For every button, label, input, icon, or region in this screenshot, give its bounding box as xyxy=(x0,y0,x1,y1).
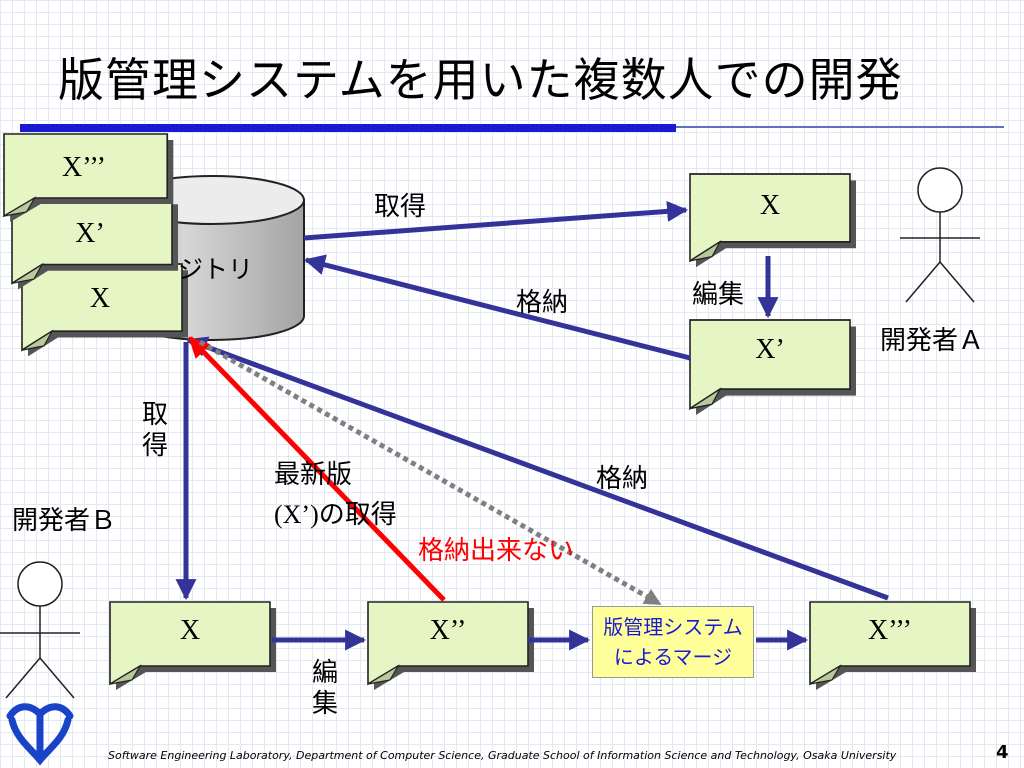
developer-a-figure xyxy=(900,167,980,303)
repo-doc-x-label: X xyxy=(89,283,111,314)
developer-b-figure xyxy=(0,561,80,699)
footer-text: Software Engineering Laboratory, Departm… xyxy=(108,749,897,762)
developer-b-label: 開発者Ｂ xyxy=(12,506,117,536)
page-number: 4 xyxy=(996,742,1009,763)
acquire-b-label: 取得 xyxy=(141,400,168,461)
latest-version-line1: 最新版 xyxy=(274,460,353,490)
store-a-label: 格納 xyxy=(516,288,569,318)
developer-a-label: 開発者Ａ xyxy=(880,326,985,356)
page-title: 版管理システムを用いた複数人での開発 xyxy=(58,53,903,107)
arrow-acquire-a xyxy=(303,200,689,241)
arrow-dotted-merge xyxy=(198,339,662,607)
merge-box-line2: によるマージ xyxy=(613,645,733,669)
arrow-store-b xyxy=(186,336,889,601)
dev-a-doc-x-label: X xyxy=(759,190,781,221)
title-rule xyxy=(20,124,676,132)
university-logo-icon xyxy=(6,703,74,766)
repo-doc-x-triple-label: X’’’ xyxy=(61,152,107,183)
latest-version-paren: (X’) xyxy=(274,500,319,529)
dev-a-doc-x-prime-label: X’ xyxy=(755,334,785,365)
edit-b-label: 編集 xyxy=(311,658,338,719)
cannot-store-label: 格納出来ない xyxy=(418,536,575,566)
store-b-label: 格納 xyxy=(596,464,649,494)
dev-b-doc-x-triple-label: X’’’ xyxy=(867,615,913,646)
latest-version-text: の取得 xyxy=(318,500,397,530)
acquire-a-label: 取得 xyxy=(374,192,427,222)
arrow-latest-fetch xyxy=(188,336,446,602)
edit-a-label: 編集 xyxy=(692,280,745,310)
repository-label: ジトリ xyxy=(178,255,254,284)
arrow-store-a xyxy=(303,254,691,361)
merge-box-line1: 版管理システム xyxy=(603,615,743,639)
merge-box: 版管理システム によるマージ xyxy=(592,606,754,678)
repo-doc-x-prime-label: X’ xyxy=(75,218,105,249)
latest-version-line2: (X’)の取得 xyxy=(274,494,397,531)
title-rule-thin xyxy=(676,126,1004,128)
dev-b-doc-x-double-label: X’’ xyxy=(429,615,467,646)
dev-b-doc-x-label: X xyxy=(179,615,201,646)
